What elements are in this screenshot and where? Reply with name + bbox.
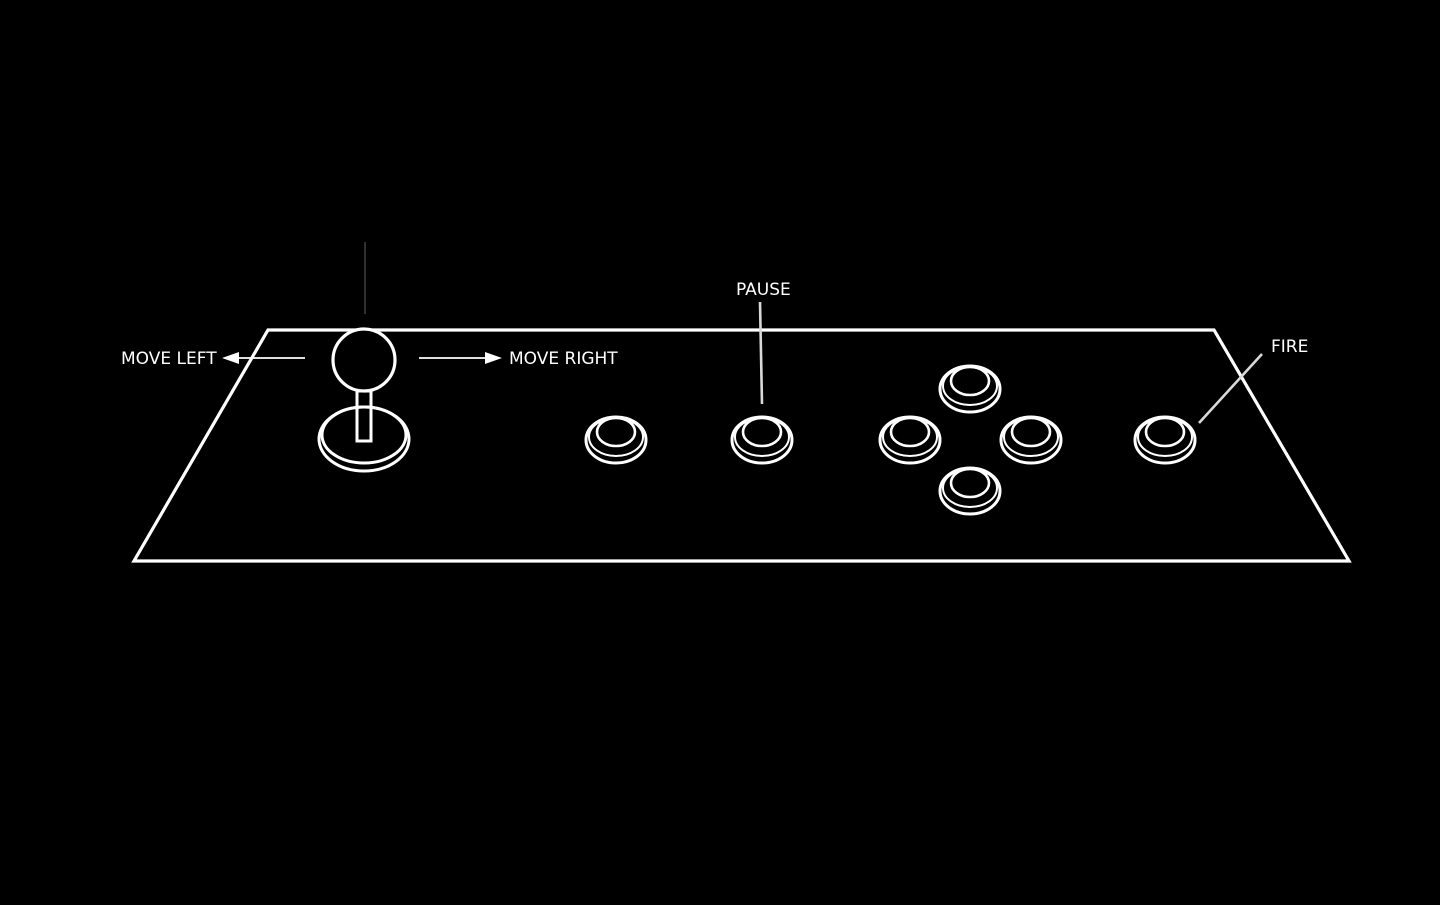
joystick-shaft: [355, 389, 373, 443]
arrow-left-head: [222, 352, 239, 364]
arcade-button-right[interactable]: [999, 415, 1063, 465]
arrow-right-head: [485, 352, 502, 364]
joystick-base-inner: [320, 405, 408, 465]
pause-label: PAUSE: [736, 280, 791, 300]
move-left-label: MOVE LEFT: [121, 349, 217, 369]
arcade-button-bottom[interactable]: [938, 466, 1002, 516]
pause-button[interactable]: [730, 415, 794, 465]
fire-button[interactable]: [1133, 415, 1197, 465]
control-panel-outline: [131, 328, 1352, 563]
move-right-label: MOVE RIGHT: [509, 349, 618, 369]
pause-leader-line: [758, 301, 764, 405]
fire-label: FIRE: [1271, 337, 1308, 357]
arrow-right-icon: [419, 352, 502, 364]
arcade-button-top[interactable]: [938, 364, 1002, 414]
arrow-left-icon: [222, 352, 305, 364]
joystick-icon[interactable]: [317, 242, 411, 473]
arcade-button-1[interactable]: [584, 415, 648, 465]
arcade-button-left[interactable]: [878, 415, 942, 465]
joystick-ball: [331, 327, 397, 393]
fire-leader-line: [1198, 353, 1263, 424]
